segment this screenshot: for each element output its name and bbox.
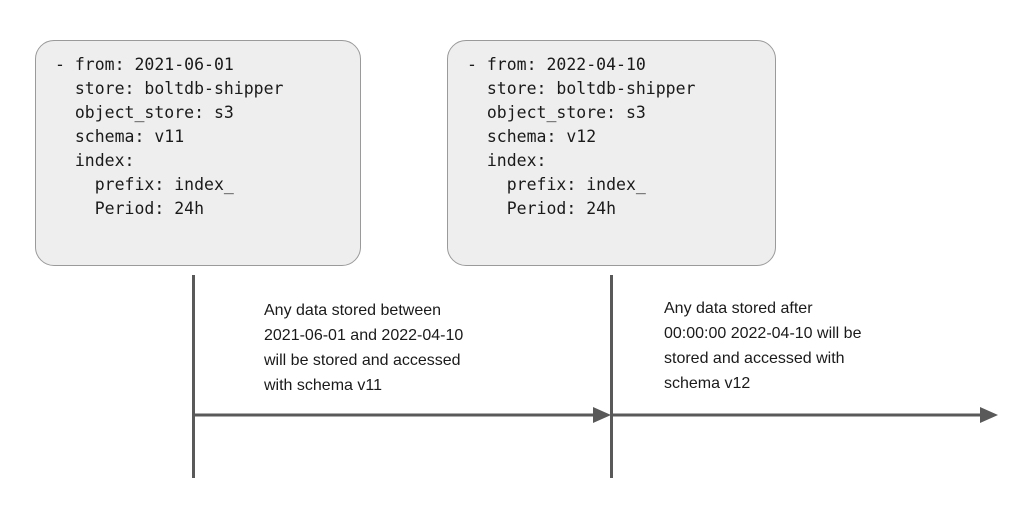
annotation-v11: Any data stored between 2021-06-01 and 2…: [264, 302, 464, 394]
timeline-arrowhead: [980, 407, 998, 423]
timeline-tick-2022-04-10: [610, 275, 613, 478]
config-yaml-text: - from: 2022-04-10 store: boltdb-shipper…: [467, 55, 696, 218]
timeline-arrow-v12-segment: [610, 407, 998, 423]
config-yaml-text: - from: 2021-06-01 store: boltdb-shipper…: [55, 55, 284, 218]
timeline-arrow-v11-segment: [193, 407, 611, 423]
config-box-schema-v12: - from: 2022-04-10 store: boltdb-shipper…: [447, 40, 776, 266]
annotation-v12: Any data stored after 00:00:00 2022-04-1…: [664, 300, 862, 392]
timeline-arrowhead: [593, 407, 611, 423]
config-box-schema-v11: - from: 2021-06-01 store: boltdb-shipper…: [35, 40, 361, 266]
timeline-tick-2021-06-01: [192, 275, 195, 478]
